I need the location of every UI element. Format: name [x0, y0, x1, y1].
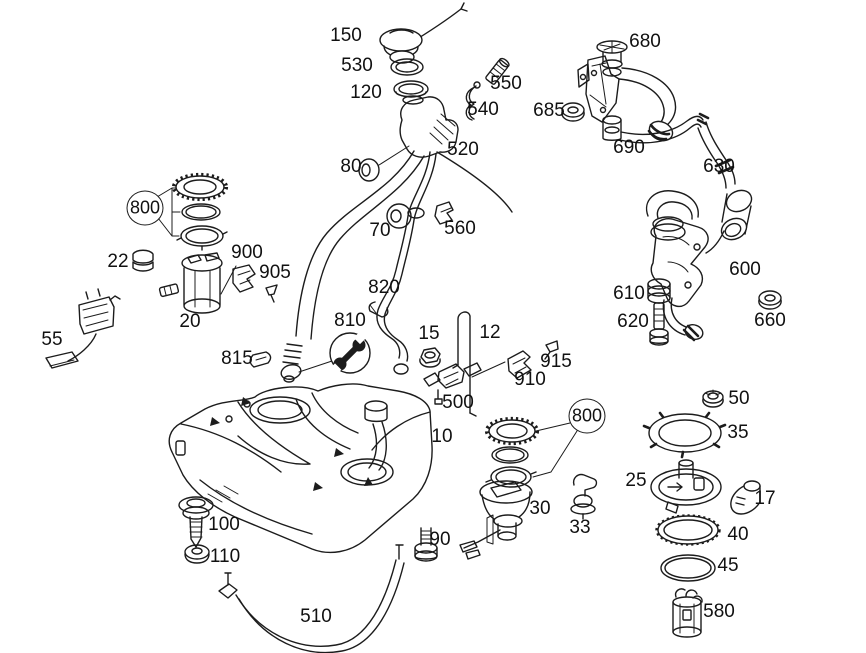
- suction-unit-30-art: [459, 480, 533, 560]
- part-label-50: 50: [728, 388, 750, 409]
- part-label-25: 25: [625, 470, 647, 491]
- part-label-900: 900: [231, 242, 263, 263]
- part-label-90: 90: [429, 529, 451, 550]
- valve-500-art: [423, 362, 482, 405]
- part-label-12: 12: [479, 322, 501, 343]
- part-label-660: 660: [754, 310, 786, 331]
- special-tool-circle: [298, 331, 371, 377]
- part-label-110: 110: [209, 546, 241, 567]
- part-label-150: 150: [330, 25, 362, 46]
- valve-33-art: [570, 473, 598, 520]
- flange-cover-25-art: [650, 459, 722, 514]
- nut-110-art: [184, 544, 210, 564]
- part-label-80: 80: [340, 156, 362, 177]
- vent-valve-680-art: [577, 40, 677, 142]
- clip-22-art: [132, 249, 154, 272]
- bolt-90-art: [414, 527, 438, 562]
- part-label-685: 685: [533, 100, 565, 121]
- fuel-pump-20-art: [158, 252, 223, 314]
- lock-ring-40-art: [655, 514, 721, 546]
- part-label-40: 40: [727, 524, 749, 545]
- part-label-905: 905: [259, 262, 291, 283]
- part-label-520: 520: [447, 139, 479, 160]
- bolt-550-art: [485, 57, 510, 85]
- part-label-680: 680: [629, 31, 661, 52]
- filler-pipe-art: [280, 150, 425, 383]
- part-label-35: 35: [727, 422, 749, 443]
- part-label-45: 45: [717, 555, 739, 576]
- pump-module-800-left-art: [156, 172, 229, 251]
- part-label-915: 915: [540, 351, 572, 372]
- nut-660-art: [758, 290, 782, 310]
- filter-580-art: [672, 588, 703, 638]
- part-label-630: 630: [703, 156, 735, 177]
- part-label-810: 810: [334, 310, 366, 331]
- seal-ring-530-art: [390, 58, 424, 76]
- seal-ring-45-art: [660, 554, 716, 582]
- part-label-500: 500: [442, 392, 474, 413]
- strap-510-art: [218, 544, 405, 653]
- part-label-70: 70: [369, 220, 391, 241]
- bracket-910-art: [471, 350, 532, 379]
- plug-905-art: [265, 284, 278, 303]
- bracket-900-art: [220, 264, 256, 295]
- elbow-17-art: [730, 480, 761, 515]
- part-label-20: 20: [179, 311, 201, 332]
- part-label-510: 510: [300, 606, 332, 627]
- part-label-690: 690: [613, 137, 645, 158]
- clip-820-art: [368, 301, 389, 318]
- part-label-540: 540: [467, 99, 499, 120]
- part-label-610: 610: [613, 283, 645, 304]
- circled-part-label-800-1: 800: [126, 190, 164, 226]
- part-label-620: 620: [617, 311, 649, 332]
- nut-15-art: [419, 347, 441, 368]
- fuel-tank-10-art: [168, 383, 433, 554]
- grommet-610-art: [647, 278, 671, 304]
- part-label-820: 820: [368, 277, 400, 298]
- part-label-910: 910: [514, 369, 546, 390]
- hose-690-art: [602, 112, 710, 144]
- part-label-22: 22: [107, 251, 129, 272]
- part-label-560: 560: [444, 218, 476, 239]
- screw-100-art: [178, 496, 214, 548]
- part-label-600: 600: [729, 259, 761, 280]
- circled-part-label-800-2: 800: [568, 398, 606, 434]
- part-label-33: 33: [569, 517, 591, 538]
- pump-module-800-right-art: [484, 416, 578, 488]
- clip-560-art: [434, 201, 454, 225]
- wrench-icon: [328, 331, 367, 377]
- fuel-cap-art: [379, 2, 468, 64]
- part-label-100: 100: [208, 514, 240, 535]
- part-label-530: 530: [341, 55, 373, 76]
- ring-120-art: [393, 80, 429, 98]
- part-label-55: 55: [41, 329, 63, 350]
- grommet-80-art: [358, 145, 410, 182]
- part-label-580: 580: [703, 601, 735, 622]
- hose-630-art: [697, 121, 753, 241]
- grommet-70-art: [386, 203, 412, 229]
- drain-line-art: [436, 151, 513, 213]
- part-label-17: 17: [754, 488, 776, 509]
- part-label-120: 120: [350, 82, 382, 103]
- part-label-15: 15: [418, 323, 440, 344]
- breather-600-art: [645, 190, 725, 342]
- bolt-620-art: [649, 302, 669, 346]
- part-label-30: 30: [529, 498, 551, 519]
- clip-815-art: [249, 351, 272, 368]
- part-label-10: 10: [431, 426, 453, 447]
- part-label-550: 550: [490, 73, 522, 94]
- vent-pipe-art: [376, 151, 437, 375]
- level-sensor-55-art: [45, 288, 121, 369]
- part-label-815: 815: [221, 348, 253, 369]
- flange-ring-35-art: [642, 411, 727, 459]
- nut-50-art: [702, 389, 724, 408]
- clip-540-art: [465, 81, 481, 121]
- plug-915-art: [544, 340, 559, 360]
- nut-685-art: [561, 102, 585, 122]
- cap-tether-arrow: [460, 2, 468, 12]
